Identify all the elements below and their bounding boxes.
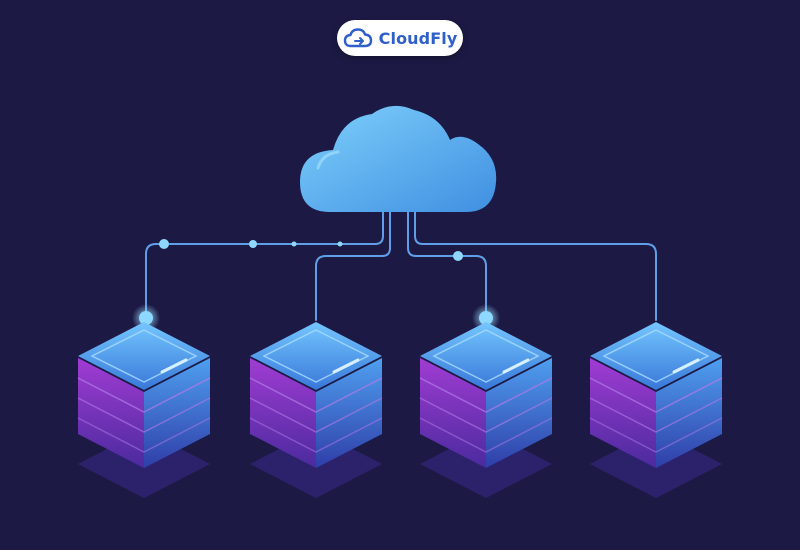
wire-node: [453, 251, 463, 261]
wire-nodes: [132, 239, 500, 332]
cloud-icon: [343, 28, 372, 48]
wire-to-server-3: [407, 211, 487, 319]
wire-node: [479, 311, 493, 325]
brand-logo: CloudFly: [337, 20, 463, 56]
server-rack-icon: [589, 322, 723, 498]
wire-to-server-1: [145, 211, 384, 319]
brand-name: CloudFly: [378, 28, 458, 48]
server-rack-icon: [249, 322, 383, 498]
wire-node: [159, 239, 169, 249]
wire-node: [337, 241, 343, 247]
wire-node: [139, 311, 153, 325]
connection-wires: [145, 211, 657, 321]
wire-to-server-4: [414, 211, 657, 321]
wire-node: [291, 241, 297, 247]
wire-to-server-2: [315, 211, 391, 321]
server-rack-icon: [77, 322, 211, 498]
server-group: [77, 322, 723, 498]
wire-node: [249, 240, 257, 248]
server-rack-icon: [419, 322, 553, 498]
cloud-icon: [300, 105, 497, 212]
